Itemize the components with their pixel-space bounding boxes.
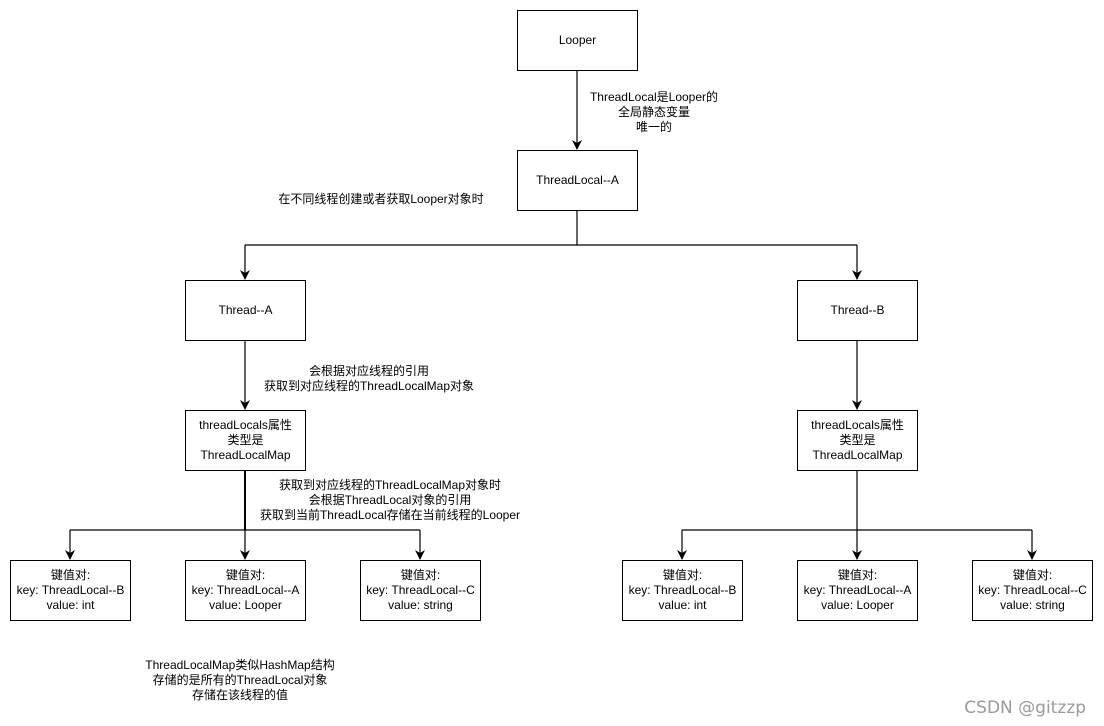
text-line: value: Looper	[209, 598, 282, 612]
text-line: 会根据ThreadLocal对象的引用	[308, 493, 472, 507]
text-line: 键值对:	[837, 568, 878, 582]
text-line: 类型是	[839, 433, 876, 447]
text-line: Thread--A	[218, 303, 273, 317]
text-line: 存储在该线程的值	[191, 688, 288, 702]
text-line: 获取到当前ThreadLocal存储在当前线程的Looper	[259, 508, 521, 522]
text-line: 键值对:	[225, 568, 266, 582]
thread-b-box: Thread--B	[797, 280, 918, 341]
text-line: value: int	[658, 598, 707, 612]
text-line: key: ThreadLocal--A	[191, 583, 300, 597]
text-line: key: ThreadLocal--C	[978, 583, 1087, 597]
text-line: 全局静态变量	[617, 105, 690, 119]
text-line: 键值对:	[1012, 568, 1053, 582]
note-looper-static: ThreadLocal是Looper的全局静态变量唯一的	[584, 90, 724, 135]
text-line: 唯一的	[635, 120, 672, 134]
threadlocal-a-box: ThreadLocal--A	[517, 150, 638, 211]
text-line: 类型是	[227, 433, 264, 447]
text-line: 获取到对应线程的ThreadLocalMap对象时	[278, 478, 502, 492]
text-line: 键值对:	[400, 568, 441, 582]
text-line: 会根据对应线程的引用	[308, 364, 429, 378]
text-line: value: string	[1000, 598, 1065, 612]
text-line: ThreadLocalMap	[200, 448, 291, 462]
csdn-watermark: CSDN @gitzzp	[964, 698, 1086, 718]
text-line: 获取到对应线程的ThreadLocalMap对象	[263, 379, 475, 393]
text-line: value: Looper	[821, 598, 894, 612]
text-line: threadLocals属性	[199, 418, 292, 432]
text-line: 存储的是所有的ThreadLocal对象	[152, 673, 328, 687]
text-line: ThreadLocalMap类似HashMap结构	[145, 658, 335, 672]
note-get-map: 会根据对应线程的引用获取到对应线程的ThreadLocalMap对象	[248, 364, 490, 394]
note-map-like: ThreadLocalMap类似HashMap结构存储的是所有的ThreadLo…	[130, 658, 350, 703]
text-line: key: ThreadLocal--A	[803, 583, 912, 597]
text-line: ThreadLocal是Looper的	[589, 90, 719, 104]
text-line: 键值对:	[662, 568, 703, 582]
text-line: key: ThreadLocal--B	[16, 583, 125, 597]
text-line: threadLocals属性	[811, 418, 904, 432]
text-line: key: ThreadLocal--B	[628, 583, 737, 597]
note-get-looper: 获取到对应线程的ThreadLocalMap对象时会根据ThreadLocal对…	[248, 478, 532, 523]
text-line: Thread--B	[830, 303, 885, 317]
looper-box: Looper	[517, 10, 638, 71]
thread-a-box: Thread--A	[185, 280, 306, 341]
text-line: ThreadLocalMap	[812, 448, 903, 462]
text-line: ThreadLocal--A	[536, 173, 619, 187]
text-line: 在不同线程创建或者获取Looper对象时	[278, 192, 484, 206]
text-line: value: string	[388, 598, 453, 612]
text-line: 键值对:	[50, 568, 91, 582]
text-line: Looper	[558, 33, 597, 47]
text-line: value: int	[46, 598, 95, 612]
text-line: key: ThreadLocal--C	[366, 583, 475, 597]
note-create-or-get: 在不同线程创建或者获取Looper对象时	[270, 192, 492, 207]
